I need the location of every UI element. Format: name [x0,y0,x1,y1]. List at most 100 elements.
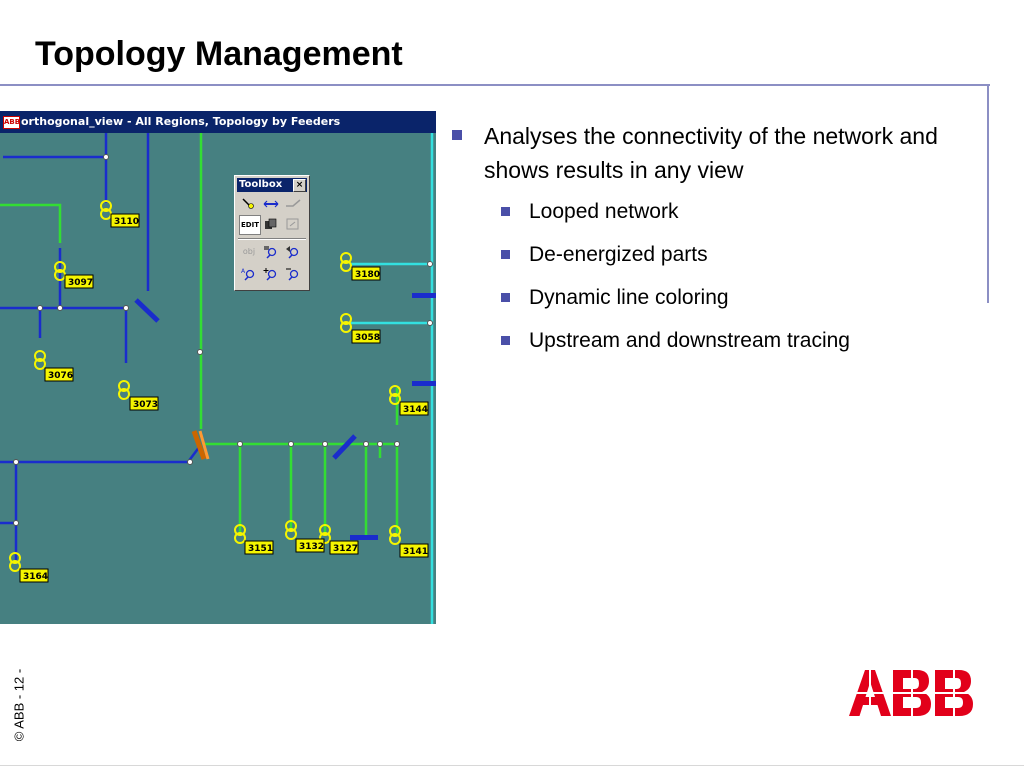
node [123,305,129,311]
substation-label[interactable]: 3073 [129,396,159,411]
bullet-looped-network: Looped network [452,190,942,233]
abb-app-icon[interactable]: ABB [3,116,20,129]
transformer-icon [340,252,352,272]
layers-icon [265,218,277,229]
node [57,305,63,311]
find-icon: A [241,268,255,281]
substation-label[interactable]: 3076 [44,367,74,382]
transformer-icon [389,525,401,545]
toolbox-separator [238,238,306,240]
substation-label[interactable]: 3151 [244,540,274,555]
right-divider [987,84,989,303]
svg-text:3058: 3058 [355,333,380,343]
frame-tool-button[interactable] [283,215,303,233]
node [377,441,383,447]
blue-line [3,133,108,159]
node [237,441,243,447]
orange-switch [191,430,210,460]
find-tool-button[interactable]: A [239,265,259,283]
substation-label[interactable]: 3110 [110,213,140,228]
switch [350,535,378,540]
blue-line [0,445,201,464]
switches [134,293,436,540]
node [13,459,19,465]
transformer-icon [389,385,401,405]
footer-text: © ABB - 12 - [11,668,27,742]
substation-label[interactable]: 3164 [19,568,49,583]
node [394,441,400,447]
junction-nodes [13,154,433,526]
frame-icon [286,218,299,230]
toolbox-titlebar[interactable]: Toolbox × [237,178,307,192]
transformer-icon [100,200,112,220]
svg-text:3127: 3127 [333,544,358,554]
substation-label[interactable]: 3141 [399,543,429,558]
transformer-icon [319,524,331,544]
green-lines [0,133,399,539]
substation-label[interactable]: 3144 [399,401,429,416]
switch [412,381,436,386]
bullet-list: Analyses the connectivity of the network… [452,119,942,362]
toolbox-panel[interactable]: Toolbox × EDIT obj A [234,175,310,291]
blue-lines [0,133,201,563]
upstream-trace-button[interactable] [283,243,303,261]
node [197,349,203,355]
add-trace-button[interactable] [261,265,281,283]
substation-label[interactable]: 3097 [64,274,94,289]
switch [332,434,357,460]
network-map[interactable]: 3110 3097 3180 3058 3076 3073 3144 3151 … [0,133,436,624]
transformer-icon [340,313,352,333]
object-tool-button[interactable]: obj [242,247,256,256]
transformer-icon [9,552,21,572]
node [37,305,43,311]
select-tool-button[interactable] [239,195,259,213]
abb-logo-letters [849,670,973,716]
node [363,441,369,447]
downstream-icon [286,268,299,281]
upstream-icon [286,246,299,259]
svg-text:3073: 3073 [133,400,158,410]
green-line [0,203,62,243]
close-icon[interactable]: × [293,179,306,192]
toolbox-title: Toolbox [239,179,283,190]
transformer-icon [285,520,297,540]
svg-text:3151: 3151 [248,544,273,554]
downstream-trace-button[interactable] [283,265,303,283]
layers-tool-button[interactable] [261,215,281,233]
transformer-icon [234,524,246,544]
map-window[interactable]: ABB orthogonal_view - All Regions, Topol… [0,111,436,624]
abb-logo [849,670,973,716]
substation-label[interactable]: 3058 [351,329,381,344]
substation-labels: 3110 3097 3180 3058 3076 3073 3144 3151 … [19,213,429,583]
trace-tool-button[interactable] [261,243,281,261]
bullet-upstream-downstream-tracing: Upstream and downstream tracing [452,319,942,362]
substation-label[interactable]: 3132 [295,538,325,553]
svg-text:3132: 3132 [299,542,324,552]
title-divider [0,84,990,86]
route-icon [286,199,301,207]
bottom-divider [0,765,1024,766]
window-titlebar[interactable]: ABB orthogonal_view - All Regions, Topol… [0,111,436,133]
transformer-icon [34,350,46,370]
svg-text:3110: 3110 [114,217,139,227]
line-arrow-icon [263,200,279,208]
svg-text:3144: 3144 [403,405,428,415]
svg-text:3076: 3076 [48,371,73,381]
cyan-lines [350,133,434,624]
node [427,261,433,267]
route-tool-button[interactable] [283,195,303,213]
svg-text:3097: 3097 [68,278,93,288]
node [103,154,109,160]
bullet-dynamic-line-coloring: Dynamic line coloring [452,276,942,319]
substation-label[interactable]: 3180 [351,266,381,281]
node [288,441,294,447]
transformers [9,200,401,572]
node [13,520,19,526]
node [187,459,193,465]
substation-label[interactable]: 3127 [329,540,359,555]
slide-footer: © ABB - 12 - [9,660,29,750]
edit-button[interactable]: EDIT [239,215,261,235]
svg-text:3164: 3164 [23,572,48,582]
transformer-icon [118,380,130,400]
connect-tool-button[interactable] [261,195,281,213]
